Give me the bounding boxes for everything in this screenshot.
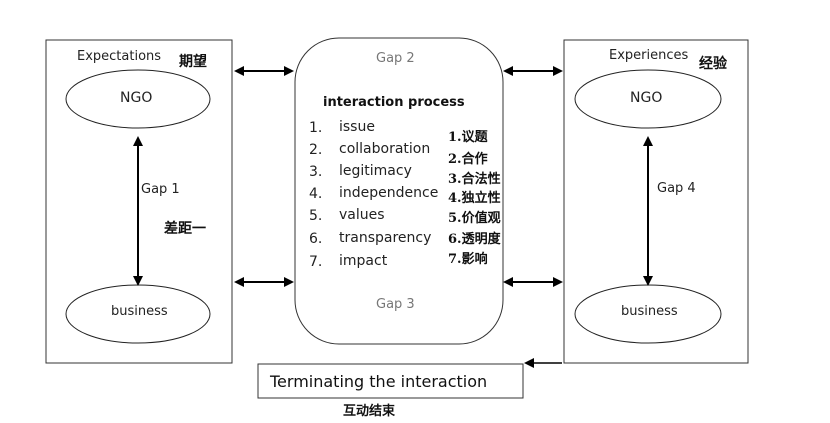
item-label: values: [339, 207, 385, 223]
item-num: 2.: [309, 142, 323, 158]
item-cn: 2.合作: [448, 152, 488, 167]
item-cn: 7.影响: [448, 252, 488, 267]
gap4-label: Gap 4: [657, 181, 696, 196]
item-cn: 5.价值观: [448, 211, 501, 226]
left-ngo-label: NGO: [120, 90, 153, 106]
gap2-label: Gap 2: [376, 51, 415, 66]
item-num: 3.: [309, 164, 323, 180]
item-cn: 6.透明度: [448, 232, 501, 247]
interaction-process-title: interaction process: [323, 95, 465, 110]
item-label: independence: [339, 185, 439, 201]
item-num: 7.: [309, 254, 323, 270]
experiences-title: Experiences: [609, 48, 689, 63]
left-ngo-ellipse: [65, 69, 211, 129]
item-label: legitimacy: [339, 163, 412, 179]
item-label: collaboration: [339, 141, 431, 157]
item-num: 5.: [309, 208, 323, 224]
experiences-title-cn: 经验: [699, 56, 727, 72]
expectations-title: Expectations: [77, 49, 162, 64]
item-cn: 3.合法性: [448, 172, 501, 187]
right-business-label: business: [621, 304, 678, 319]
item-label: issue: [339, 119, 375, 135]
item-num: 1.: [309, 120, 323, 136]
right-ngo-ellipse: [574, 69, 722, 129]
right-ngo-label: NGO: [630, 90, 663, 106]
expectations-title-cn: 期望: [179, 54, 207, 70]
left-business-label: business: [111, 304, 168, 319]
terminate-label-cn: 互动结束: [343, 404, 396, 419]
item-cn: 4.独立性: [448, 191, 501, 206]
terminate-box: [257, 363, 524, 399]
item-label: transparency: [339, 230, 432, 246]
gap1-label-cn: 差距一: [164, 221, 206, 237]
item-cn: 1.议题: [448, 130, 488, 145]
item-num: 6.: [309, 231, 323, 247]
item-num: 4.: [309, 186, 323, 202]
interaction-process-box: [294, 37, 504, 345]
gap3-label: Gap 3: [376, 297, 415, 312]
item-label: impact: [339, 253, 388, 269]
terminate-label: Terminating the interaction: [270, 372, 488, 391]
gap1-label: Gap 1: [141, 182, 180, 197]
